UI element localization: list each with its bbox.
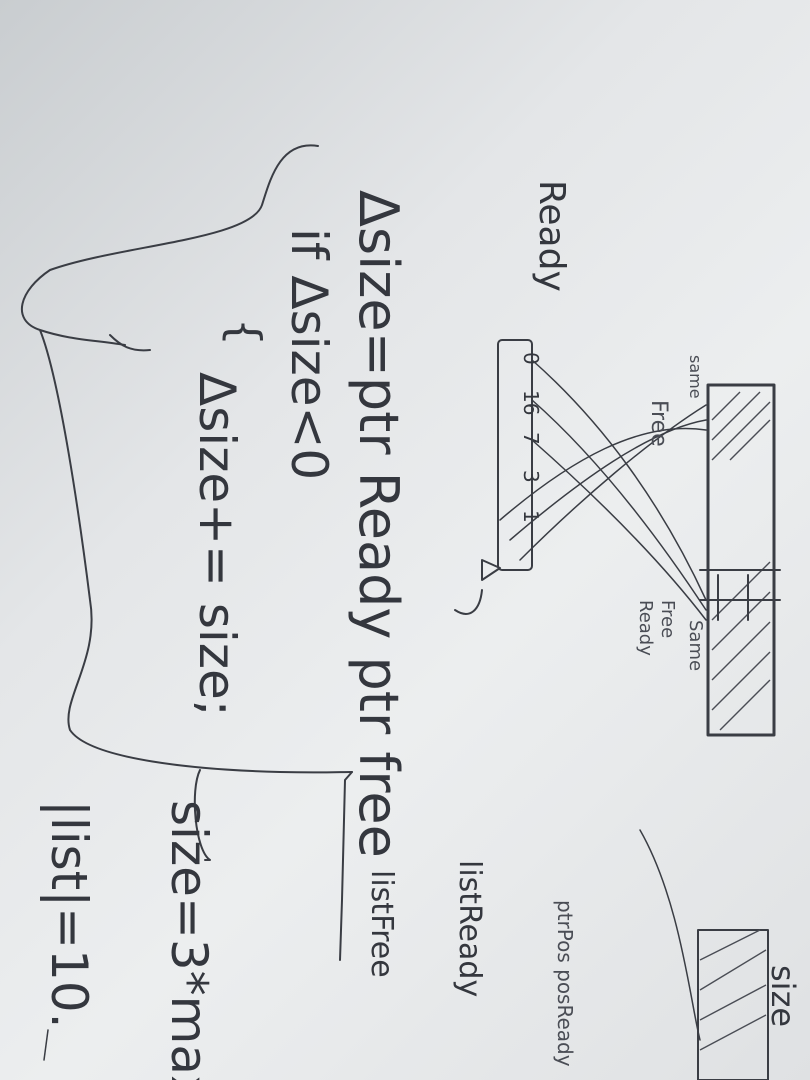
svg-text:3: 3	[519, 470, 543, 483]
chain-tail	[454, 589, 483, 615]
chain-end-arrow	[481, 559, 501, 581]
label-same-bottom: Same	[685, 620, 706, 671]
svg-text:Δsize=ptr Ready ptr free: Δsize=ptr Ready ptr free	[347, 190, 410, 858]
svg-text:listReady: listReady	[452, 860, 487, 997]
size-formula: size=3*max	[160, 800, 218, 1080]
svg-text:same: same	[686, 355, 705, 399]
svg-text:Ready: Ready	[635, 600, 656, 656]
stray-arrow-right	[639, 829, 701, 1041]
circular-buffer	[699, 383, 781, 737]
code-line-4: Δsize+= size;	[188, 372, 246, 717]
code-line-3: {	[219, 318, 270, 346]
size-bracket	[193, 769, 353, 961]
buffer-hatch-top	[711, 391, 771, 461]
code-line-1: Δsize=ptr Ready ptr free	[347, 190, 410, 858]
note-ptr-pos-ready: ptrPos posReady	[553, 900, 577, 1067]
left-tick	[109, 334, 151, 352]
svg-text:0: 0	[519, 352, 543, 365]
chain-node-7: 7	[519, 432, 543, 445]
svg-text:size=3*max: size=3*max	[160, 800, 218, 1080]
chain-node-1: 1	[519, 510, 543, 523]
list-formula: |list|=10.	[40, 800, 98, 1029]
buffer-markers	[699, 569, 781, 621]
label-free-bottom: Free	[657, 600, 678, 638]
pointer-arrows	[499, 359, 707, 621]
ready-label: Ready	[531, 180, 572, 292]
enclosing-curve	[20, 144, 353, 774]
chain-node-3: 3	[519, 470, 543, 483]
svg-text:Same: Same	[685, 620, 706, 671]
note-list-ready: listReady	[452, 860, 487, 997]
svg-text:listFree: listFree	[364, 870, 399, 978]
svg-text:Δsize+= size;: Δsize+= size;	[188, 372, 246, 717]
svg-text:7: 7	[519, 432, 543, 445]
buffer-fragment-right	[697, 929, 769, 1080]
chain-node-0: 0	[519, 352, 543, 365]
svg-text:if Δsize<0: if Δsize<0	[280, 228, 338, 480]
fragment-outline	[697, 929, 769, 1080]
svg-text:Free: Free	[657, 600, 678, 638]
note-size-right: size	[764, 965, 802, 1027]
label-free-top: Free	[646, 400, 671, 447]
buffer-outline	[706, 383, 776, 737]
buffer-hatch-bottom	[711, 561, 771, 731]
linked-list-chain: 0 16 7 3 1	[454, 339, 543, 615]
svg-text:|list|=10.: |list|=10.	[40, 800, 98, 1029]
svg-text:16: 16	[519, 390, 543, 415]
chain-node-16: 16	[519, 390, 543, 415]
stray-mark-left	[43, 1029, 49, 1061]
svg-text:size: size	[764, 965, 802, 1027]
label-same-top: same	[686, 355, 705, 399]
svg-text:1: 1	[519, 510, 543, 523]
code-line-2: if Δsize<0	[280, 228, 338, 480]
label-ready-bottom: Ready	[635, 600, 656, 656]
chain-outline	[497, 339, 533, 571]
svg-text:Ready: Ready	[531, 180, 572, 292]
svg-text:Free: Free	[646, 400, 671, 447]
note-list-free: listFree	[364, 870, 399, 978]
svg-text:ptrPos posReady: ptrPos posReady	[553, 900, 577, 1067]
svg-text:{: {	[219, 318, 270, 346]
